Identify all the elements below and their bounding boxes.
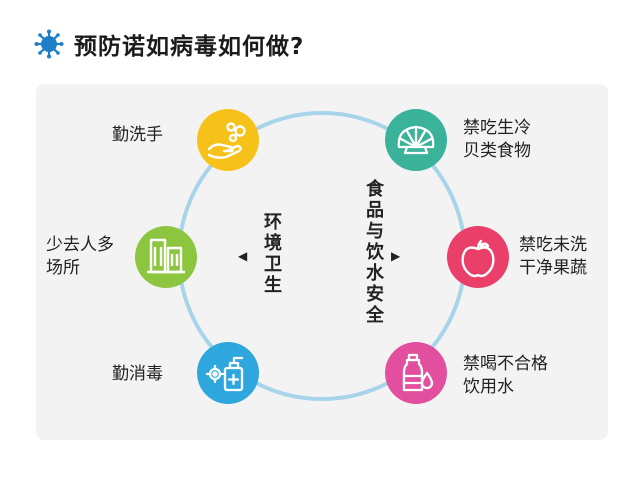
water-bottle-icon — [385, 342, 447, 404]
label-wash-hands: 勤洗手 — [112, 125, 163, 145]
label-fruit: 禁吃未洗干净果蔬 — [519, 235, 587, 278]
building-icon — [135, 226, 197, 288]
page-title: 预防诺如病毒如何做? — [74, 34, 305, 60]
apple-icon — [447, 226, 509, 288]
virus-icon — [34, 29, 64, 59]
label-crowd: 少去人多场所 — [46, 235, 114, 278]
shell-icon — [385, 109, 447, 171]
title-row: 预防诺如病毒如何做? — [34, 24, 304, 64]
label-seafood: 禁吃生冷贝类食物 — [463, 118, 531, 161]
diagram-panel: 勤洗手 少去人多场所 勤消毒 禁吃生冷贝类食物 禁吃未洗干净果蔬 禁喝不合格饮用… — [36, 84, 608, 440]
group-environment: 环境卫生 — [261, 212, 282, 296]
group-food-water: 食品与饮水安全 — [363, 179, 384, 326]
label-disinfect: 勤消毒 — [112, 364, 163, 384]
hand-wash-icon — [197, 109, 259, 171]
label-water: 禁喝不合格饮用水 — [463, 354, 548, 397]
right-arrow-icon: ▶ — [391, 249, 401, 263]
left-arrow-icon: ◀ — [238, 249, 248, 263]
sanitizer-bottle-icon — [197, 342, 259, 404]
